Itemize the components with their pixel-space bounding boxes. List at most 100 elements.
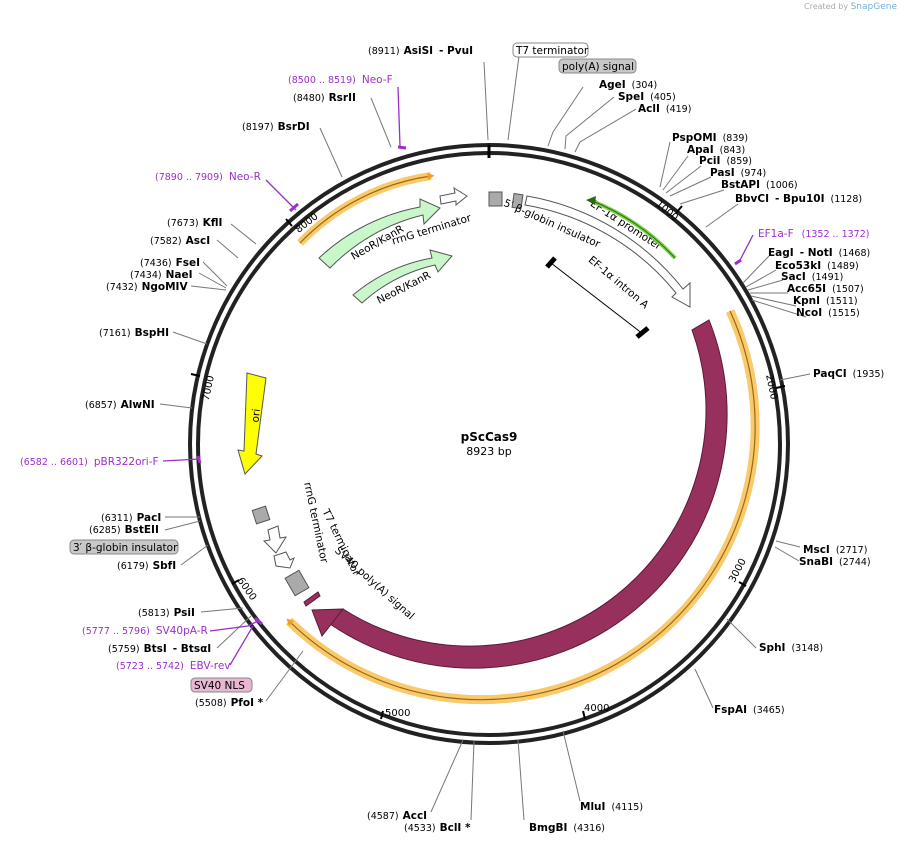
sv40-nls-feature[interactable] — [303, 591, 321, 607]
primer-marks — [162, 86, 754, 666]
site-fspai-pos: (3465) — [753, 705, 785, 716]
ori-feature[interactable] — [237, 372, 267, 475]
site-leaders — [159, 55, 811, 821]
credit-prefix: Created by — [804, 2, 849, 11]
svg-text:PasI(974): PasI(974) — [710, 167, 766, 179]
site-pfoi-pos: (5508) — [195, 698, 227, 709]
site-bstapi-pos: (1006) — [766, 180, 798, 191]
orf-highlight-cas9-line — [286, 310, 756, 701]
site-bsphi-pos: (7161) — [99, 328, 131, 339]
site-ncoi-name: NcoI — [796, 307, 822, 319]
site-bmgbi-pos: (4316) — [573, 823, 605, 834]
rrng-bottom-box[interactable] — [251, 505, 271, 525]
svg-text:BbvCI- Bpu10I(1128): BbvCI- Bpu10I(1128) — [735, 193, 862, 205]
svg-text:(5813)PsiI: (5813)PsiI — [138, 607, 195, 619]
site-kpni-pos: (1511) — [826, 296, 858, 307]
orf-highlight-neo-line — [299, 172, 435, 244]
site-bsteii-name: BstEII — [125, 524, 159, 536]
site-asisi-extra: - PvuI — [439, 45, 473, 57]
svg-text:(5759)BtsI- BtsαI: (5759)BtsI- BtsαI — [108, 643, 211, 655]
t7-bottom-arrow[interactable] — [273, 551, 295, 569]
svg-text:(5723 .. 5742)EBV-rev: (5723 .. 5742)EBV-rev — [116, 660, 231, 672]
site-pspomi-name: PspOMI — [672, 132, 717, 144]
globin3-box[interactable] — [69, 539, 179, 555]
sccas9-feature[interactable] — [329, 319, 728, 669]
site-acci-name: AccI — [403, 810, 427, 822]
site-saci-pos: (1491) — [812, 272, 844, 283]
ef1a-intron-label: EF-1α intron A — [586, 254, 652, 312]
primer-sv40par-name: SV40pA-R — [156, 625, 208, 637]
site-naei-name: NaeI — [166, 269, 193, 281]
site-bsteii-pos: (6285) — [89, 525, 121, 536]
site-bsrdi-pos: (8197) — [242, 122, 274, 133]
globin3-label: 3′ β-globin insulator — [73, 542, 178, 554]
site-eco53ki-pos: (1489) — [827, 261, 859, 272]
svg-text:(6857)AlwNI: (6857) AlwNI — [85, 399, 155, 411]
globin5-box-a[interactable] — [488, 191, 503, 207]
site-fsei-pos: (7436) — [140, 258, 172, 269]
site-acc65i-name: Acc65I — [787, 283, 826, 295]
site-eagi-extra: - NotI — [800, 247, 833, 259]
site-fspai-name: FspAI — [714, 704, 747, 716]
svg-text:Acc65I(1507): Acc65I (1507) — [787, 283, 864, 295]
ef1a-promoter-feature[interactable] — [524, 195, 691, 308]
site-mlui-name: MluI — [580, 801, 605, 813]
svg-text:(7161)BspHI: (7161)BspHI — [99, 327, 169, 339]
sccas9-arrowhead[interactable] — [311, 608, 345, 638]
t7-top-label: T7 terminator — [515, 45, 589, 57]
site-paci-name: PacI — [137, 512, 162, 524]
svg-text:PaqCI(1935): PaqCI(1935) — [813, 368, 884, 380]
sv40-polya-box[interactable] — [284, 569, 310, 597]
site-alwni-name: AlwNI — [121, 399, 155, 411]
site-spei-name: SpeI — [618, 91, 644, 103]
site-labels: (8911)AsiSI- PvuI AgeI(304) SpeI(405) Ac… — [85, 45, 884, 834]
sv40-nls-box[interactable] — [190, 677, 253, 693]
svg-text:(7582)AscI: (7582)AscI — [150, 235, 210, 247]
site-psii-pos: (5813) — [138, 608, 170, 619]
svg-text:FspAI(3465): FspAI (3465) — [714, 704, 785, 716]
neor-inner-feature[interactable] — [352, 249, 453, 304]
globin5-box-b[interactable] — [511, 192, 524, 210]
ori-label: ori — [250, 408, 263, 423]
primer-ebvrev-name: EBV-rev — [190, 660, 231, 672]
site-apai-pos: (843) — [720, 145, 746, 156]
svg-text:(7434)NaeI: (7434)NaeI — [130, 269, 193, 281]
neor-outer-feature[interactable] — [318, 198, 441, 269]
site-msci-name: MscI — [803, 544, 830, 556]
t7-top-box[interactable] — [512, 42, 589, 58]
svg-text:(7890 .. 7909)Neo-R: (7890 .. 7909)Neo-R — [155, 171, 261, 183]
site-paqci-pos: (1935) — [853, 369, 885, 380]
site-pspomi-pos: (839) — [723, 133, 749, 144]
primer-neof-name: Neo-F — [362, 74, 393, 86]
site-ngomiv-pos: (7432) — [106, 282, 138, 293]
ef1a-intron-end — [635, 326, 650, 339]
site-alwni-pos: (6857) — [85, 400, 117, 411]
svg-text:AgeI(304): AgeI(304) — [599, 79, 657, 91]
ef1a-intron-start — [545, 256, 557, 269]
primer-labels: (8500 .. 8519)Neo-F (7890 .. 7909)Neo-R … — [20, 74, 869, 672]
site-kfli-name: KflI — [203, 217, 223, 229]
svg-text:(6285)BstEII: (6285) BstEII — [89, 524, 159, 536]
svg-text:SnaBI(2744): SnaBI(2744) — [799, 556, 871, 568]
svg-text:SacI(1491): SacI (1491) — [781, 271, 843, 283]
svg-text:(7436)FseI: (7436)FseI — [140, 257, 200, 269]
site-saci-name: SacI — [781, 271, 806, 283]
rrng-top-feature[interactable] — [439, 186, 468, 207]
svg-text:(5508)PfoI *: (5508)PfoI * — [195, 697, 264, 709]
tick-7000: 7000 — [201, 375, 217, 402]
primer-ef1af-range: (1352 .. 1372) — [802, 229, 870, 240]
polya-top-box[interactable] — [558, 58, 637, 74]
svg-text:(6179)SbfI: (6179)SbfI — [117, 560, 176, 572]
svg-text:(8911)AsiSI- PvuI: (8911)AsiSI- PvuI — [368, 45, 473, 57]
rrng-bottom-arrow[interactable] — [262, 525, 288, 554]
site-btsi-pos: (5759) — [108, 644, 140, 655]
site-acc65i-pos: (1507) — [832, 284, 864, 295]
svg-text:(7673)KflI: (7673)KflI — [167, 217, 222, 229]
site-bbvci-name: BbvCI — [735, 193, 769, 205]
site-ngomiv-name: NgoMIV — [142, 281, 189, 293]
svg-text:(4533)BclI *: (4533)BclI * — [404, 822, 471, 834]
svg-text:MluI(4115): MluI(4115) — [580, 801, 643, 813]
site-sbfi-pos: (6179) — [117, 561, 149, 572]
plasmid-name: pScCas9 — [461, 430, 518, 444]
credit-brand: SnapGene — [850, 2, 897, 12]
